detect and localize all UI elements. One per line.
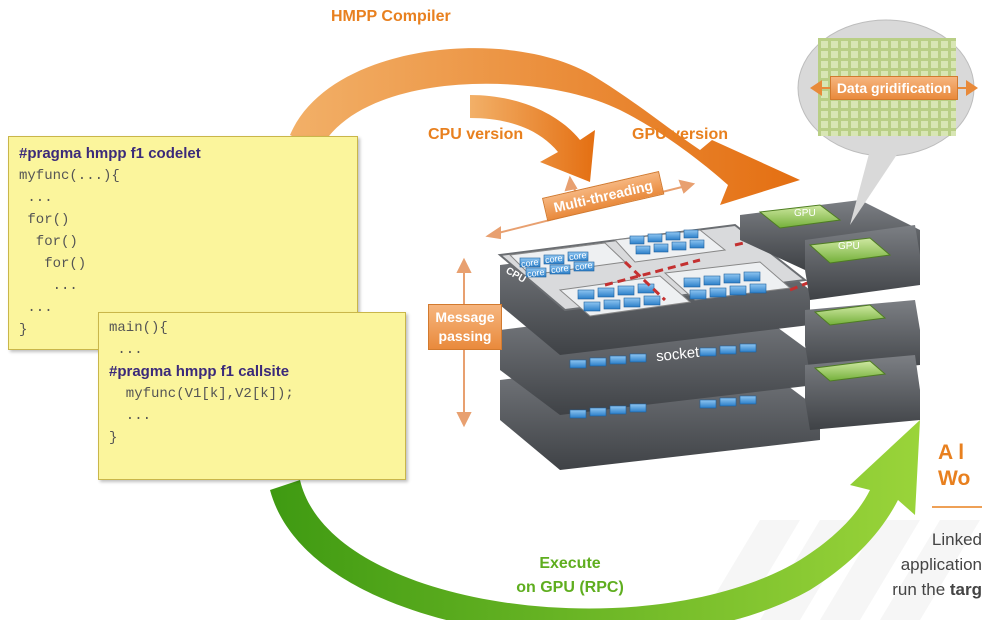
code-line: ... — [19, 300, 53, 316]
gpu-chip-label: GPU — [838, 241, 860, 252]
side-line-1: Linked — [931, 530, 982, 549]
pragma-line: #pragma hmpp f1 callsite — [109, 363, 290, 380]
code-line: ... — [19, 278, 78, 294]
compiler-label: HMPP Compiler — [331, 8, 451, 25]
code-line: for() — [19, 212, 70, 228]
code-line: ... — [19, 190, 53, 206]
data-gridification-label: Data gridification — [830, 76, 958, 100]
cpu-version-arrow — [470, 95, 595, 182]
side-line-2: application — [900, 555, 982, 574]
compiler-arrow — [290, 48, 800, 205]
execute-line-1: Execute — [539, 555, 601, 572]
code-line: } — [19, 322, 28, 338]
side-title-line-2: Wo — [938, 467, 971, 490]
pragma-line: #pragma hmpp f1 codelet — [19, 145, 201, 162]
code-line: } — [109, 430, 118, 446]
side-line-3-bold: targ — [949, 580, 982, 599]
execute-label: Execute on GPU (RPC) — [510, 552, 630, 600]
code-line: ... — [109, 408, 152, 424]
side-line-3: run the targ — [892, 577, 982, 602]
code-line: for() — [19, 256, 87, 272]
callsite-code-box: main(){ ... #pragma hmpp f1 callsite myfu… — [98, 312, 406, 480]
code-line: myfunc(...){ — [19, 168, 120, 184]
side-body: Linked application run the targ — [892, 527, 982, 602]
cpu-version-label: CPU version — [428, 126, 524, 143]
execute-line-2: on GPU (RPC) — [516, 579, 624, 596]
message-passing-label: Message passing — [428, 304, 502, 350]
gpu-chip-label: GPU — [794, 208, 816, 219]
side-line-3-pre: run the — [892, 580, 950, 599]
side-title-line-1: A l — [938, 441, 965, 464]
gpu-version-label: GPU version — [632, 126, 729, 143]
processor-blocks — [508, 229, 816, 419]
message-passing-line-2: passing — [438, 328, 492, 344]
code-line: myfunc(V1[k],V2[k]); — [109, 386, 294, 402]
side-title: A l Wo — [938, 440, 970, 492]
data-gridification-callout — [797, 19, 978, 225]
gpu-column — [740, 200, 920, 430]
message-passing-line-1: Message — [435, 309, 495, 325]
code-line: for() — [19, 234, 78, 250]
code-line: ... — [109, 342, 143, 358]
code-line: main(){ — [109, 320, 168, 336]
